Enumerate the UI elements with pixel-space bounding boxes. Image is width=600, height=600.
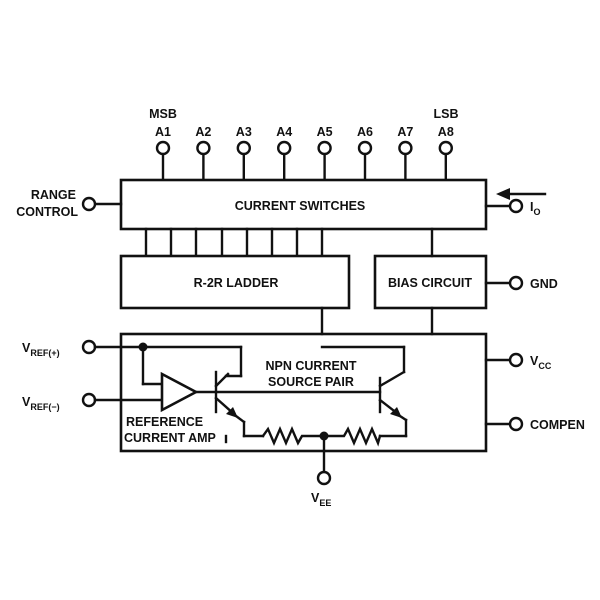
range-control-label-line1: RANGE: [31, 188, 76, 202]
bit-pin-label: A2: [195, 125, 211, 139]
range-control-pin: [81, 196, 97, 212]
reference-amp-symbol: [160, 371, 199, 413]
vcc-label: VCC: [530, 354, 552, 371]
compen-label: COMPEN: [530, 418, 585, 432]
bias-circuit-block: [373, 254, 488, 310]
vee-pin: [316, 470, 332, 486]
lsb-label: LSB: [434, 107, 459, 121]
bit-pin: [357, 140, 373, 156]
vref-pos-pin: [81, 339, 97, 355]
bit-pin: [277, 140, 292, 156]
bit-pin: [196, 140, 211, 156]
bit-pin-label: A8: [438, 125, 454, 139]
bit-pin: [236, 140, 252, 156]
current-switches-label: CURRENT SWITCHES: [235, 199, 366, 213]
emitter-resistor-right: [322, 425, 382, 447]
vee-label: VEE: [311, 491, 331, 508]
reference-circuit: [138, 342, 408, 447]
bit-pin-label: A3: [236, 125, 252, 139]
emitter-resistor-left: [261, 425, 326, 447]
bit-pin: [438, 140, 453, 156]
vref-pos-label: VREF(+): [22, 341, 60, 358]
r2r-ladder-label: R-2R LADDER: [194, 276, 279, 290]
bit-pin-label: A6: [357, 125, 373, 139]
range-control-label-line2: CONTROL: [16, 205, 78, 219]
bit-pin-label: A1: [155, 125, 171, 139]
io-label: IO: [530, 200, 541, 217]
bit-pin: [317, 140, 332, 156]
digital-input-pins: A1 A2 A3 A4 A5 A6 A7 A8: [155, 125, 454, 182]
msb-label: MSB: [149, 107, 177, 121]
npn-pair-label-line1: NPN CURRENT: [266, 359, 357, 373]
bias-circuit-label: BIAS CIRCUIT: [388, 276, 472, 290]
bit-pin: [155, 140, 171, 156]
bit-pin: [398, 140, 413, 156]
r2r-ladder-block: [119, 254, 351, 310]
switch-to-ladder-connections: [144, 227, 324, 258]
bit-pin-label: A4: [276, 125, 292, 139]
current-direction-arrow: [496, 188, 547, 200]
compen-pin: [508, 416, 524, 432]
io-pin: [508, 198, 524, 214]
bit-pin-label: A5: [317, 125, 333, 139]
reference-amp-label-line2: CURRENT AMP: [124, 431, 216, 445]
gnd-pin: [508, 275, 524, 291]
vcc-pin: [508, 352, 524, 368]
reference-amp-label-line1: REFERENCE: [126, 415, 203, 429]
npn-pair-label-line2: SOURCE PAIR: [268, 375, 354, 389]
vref-neg-label: VREF(−): [22, 395, 60, 412]
gnd-label: GND: [530, 277, 558, 291]
vref-neg-pin: [81, 392, 97, 408]
bit-pin-label: A7: [397, 125, 413, 139]
